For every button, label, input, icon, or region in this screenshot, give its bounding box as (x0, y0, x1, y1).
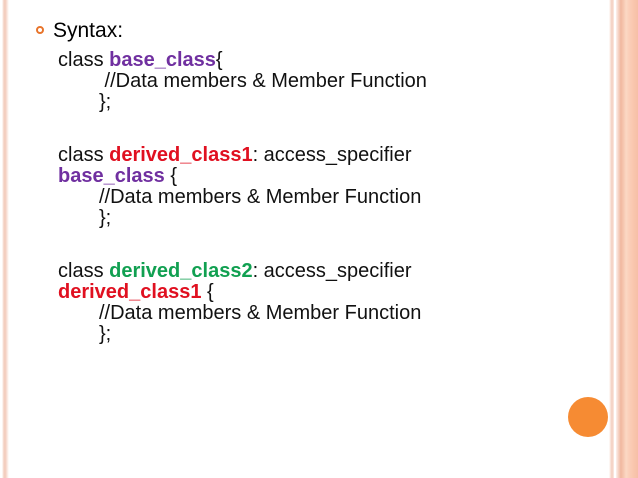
code-token: derived_class1 (58, 281, 202, 303)
code-token: }; (99, 91, 112, 113)
left-edge-stripe (2, 0, 9, 478)
base-class-close: }; (58, 92, 427, 113)
code-block-spacer (58, 113, 427, 145)
derived-class2-comment: //Data members & Member Function (58, 303, 427, 324)
code-token: derived_class2 (109, 260, 253, 282)
code-token: base_class (58, 165, 165, 187)
derived-class1-base: base_class { (58, 166, 427, 187)
right-edge-band (616, 0, 638, 478)
derived-class2-declaration: class derived_class2: access_specifier (58, 261, 427, 282)
code-token: { (164, 165, 178, 187)
derived-class2-close: }; (58, 324, 427, 345)
code-token: }; (99, 323, 112, 345)
code-token: //Data members & Member Function (99, 70, 427, 92)
code-token: //Data members & Member Function (99, 302, 422, 324)
right-edge-thin-stripe (609, 0, 614, 478)
code-token: class (58, 260, 110, 282)
derived-class2-base: derived_class1 { (58, 282, 427, 303)
code-area: class base_class{ //Data members & Membe… (58, 50, 427, 345)
code-token: : access_specifier (252, 260, 412, 282)
code-token: class (58, 144, 110, 166)
code-token: : access_specifier (252, 144, 412, 166)
orange-circle-decoration (568, 397, 608, 437)
derived-class1-comment: //Data members & Member Function (58, 187, 427, 208)
code-token: }; (99, 207, 112, 229)
code-token: //Data members & Member Function (99, 186, 422, 208)
circle-outline-bullet-icon (36, 26, 44, 34)
base-class-declaration: class base_class{ (58, 50, 427, 71)
code-token: { (201, 281, 214, 303)
code-token: base_class (109, 49, 216, 71)
syntax-bullet-row: Syntax: (36, 20, 123, 41)
code-token: { (215, 49, 223, 71)
code-token: class (58, 49, 110, 71)
syntax-bullet-label: Syntax: (53, 19, 124, 42)
code-token: derived_class1 (109, 144, 253, 166)
base-class-comment: //Data members & Member Function (58, 71, 427, 92)
derived-class1-declaration: class derived_class1: access_specifier (58, 145, 427, 166)
code-block-spacer (58, 229, 427, 261)
derived-class1-close: }; (58, 208, 427, 229)
